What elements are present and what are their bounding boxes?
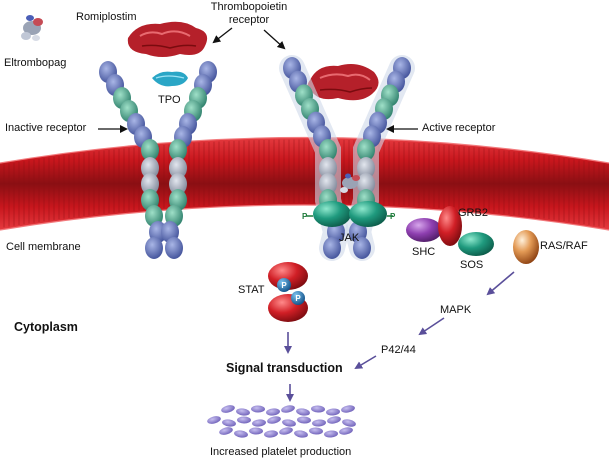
- platelet: [327, 416, 341, 424]
- platelet: [222, 419, 236, 427]
- label-signal-transduction: Signal transduction: [226, 361, 343, 375]
- jak-phospho-left: P: [302, 212, 308, 221]
- platelet: [266, 408, 280, 416]
- platelet: [326, 408, 340, 416]
- label-sos: SOS: [460, 259, 484, 271]
- label-shc: SHC: [412, 246, 436, 258]
- shc-grb2-sos-complex: [406, 206, 494, 256]
- platelet: [294, 430, 308, 438]
- label-p42-44: P42/44: [381, 344, 416, 356]
- platelet: [312, 419, 326, 427]
- inactive-receptor-right-chain: [161, 61, 217, 259]
- jak-kinase: P P: [302, 201, 396, 227]
- platelet: [264, 430, 278, 438]
- label-thrombopoietin-receptor: Thrombopoietin receptor: [210, 1, 288, 26]
- label-mapk: MAPK: [440, 304, 472, 316]
- arrow-p42-to-signal: [354, 355, 377, 370]
- inactive-receptor-left-chain: [99, 61, 167, 259]
- platelet: [267, 416, 281, 424]
- label-cell-membrane: Cell membrane: [6, 241, 81, 253]
- romiplostim-bound-icon: [307, 64, 379, 101]
- platelet: [309, 427, 323, 435]
- platelet: [296, 408, 310, 416]
- platelet: [219, 427, 233, 435]
- platelet: [234, 430, 248, 438]
- platelet: [249, 427, 263, 435]
- label-active-receptor: Active receptor: [422, 122, 496, 134]
- platelets: [207, 405, 356, 438]
- label-jak: JAK: [339, 232, 360, 244]
- platelet: [236, 408, 250, 416]
- label-grb2: GRB2: [458, 207, 488, 219]
- arrow-to-active-receptor-top: [263, 29, 286, 50]
- platelet: [207, 416, 221, 424]
- platelet: [279, 427, 293, 435]
- platelet: [342, 419, 356, 427]
- label-romiplostim: Romiplostim: [76, 11, 137, 23]
- label-tpo: TPO: [158, 94, 181, 106]
- platelet: [251, 405, 265, 413]
- romiplostim-molecule-icon: [127, 21, 208, 57]
- ras-raf-protein: [513, 230, 539, 264]
- stat-phospho-2: P: [295, 294, 301, 303]
- active-receptor-right-chain: [344, 55, 415, 261]
- label-cytoplasm: Cytoplasm: [14, 320, 78, 334]
- arrow-mapk-to-p42: [418, 317, 445, 336]
- platelet: [237, 416, 251, 424]
- label-ras-raf: RAS/RAF: [540, 240, 588, 252]
- label-increased-platelet-production: Increased platelet production: [210, 446, 352, 458]
- label-eltrombopag: Eltrombopag: [4, 57, 67, 69]
- tpo-ligand-icon: [152, 71, 188, 87]
- platelet: [221, 405, 235, 413]
- platelet: [324, 430, 338, 438]
- platelet: [282, 419, 296, 427]
- arrow-to-romiplostim: [212, 27, 233, 44]
- platelet: [297, 416, 311, 424]
- label-inactive-receptor: Inactive receptor: [5, 122, 87, 134]
- label-stat: STAT: [238, 284, 265, 296]
- stat-dimer: P P: [268, 262, 308, 322]
- eltrombopag-bound-icon: [340, 173, 360, 193]
- platelet: [281, 405, 295, 413]
- eltrombopag-molecule-icon: [21, 15, 43, 41]
- platelet: [341, 405, 355, 413]
- platelet: [311, 405, 325, 413]
- platelet: [252, 419, 266, 427]
- pathway-arrows: [98, 27, 515, 402]
- arrow-rasraf-to-mapk: [486, 271, 515, 296]
- platelet: [339, 427, 353, 435]
- stat-phospho-1: P: [281, 281, 287, 290]
